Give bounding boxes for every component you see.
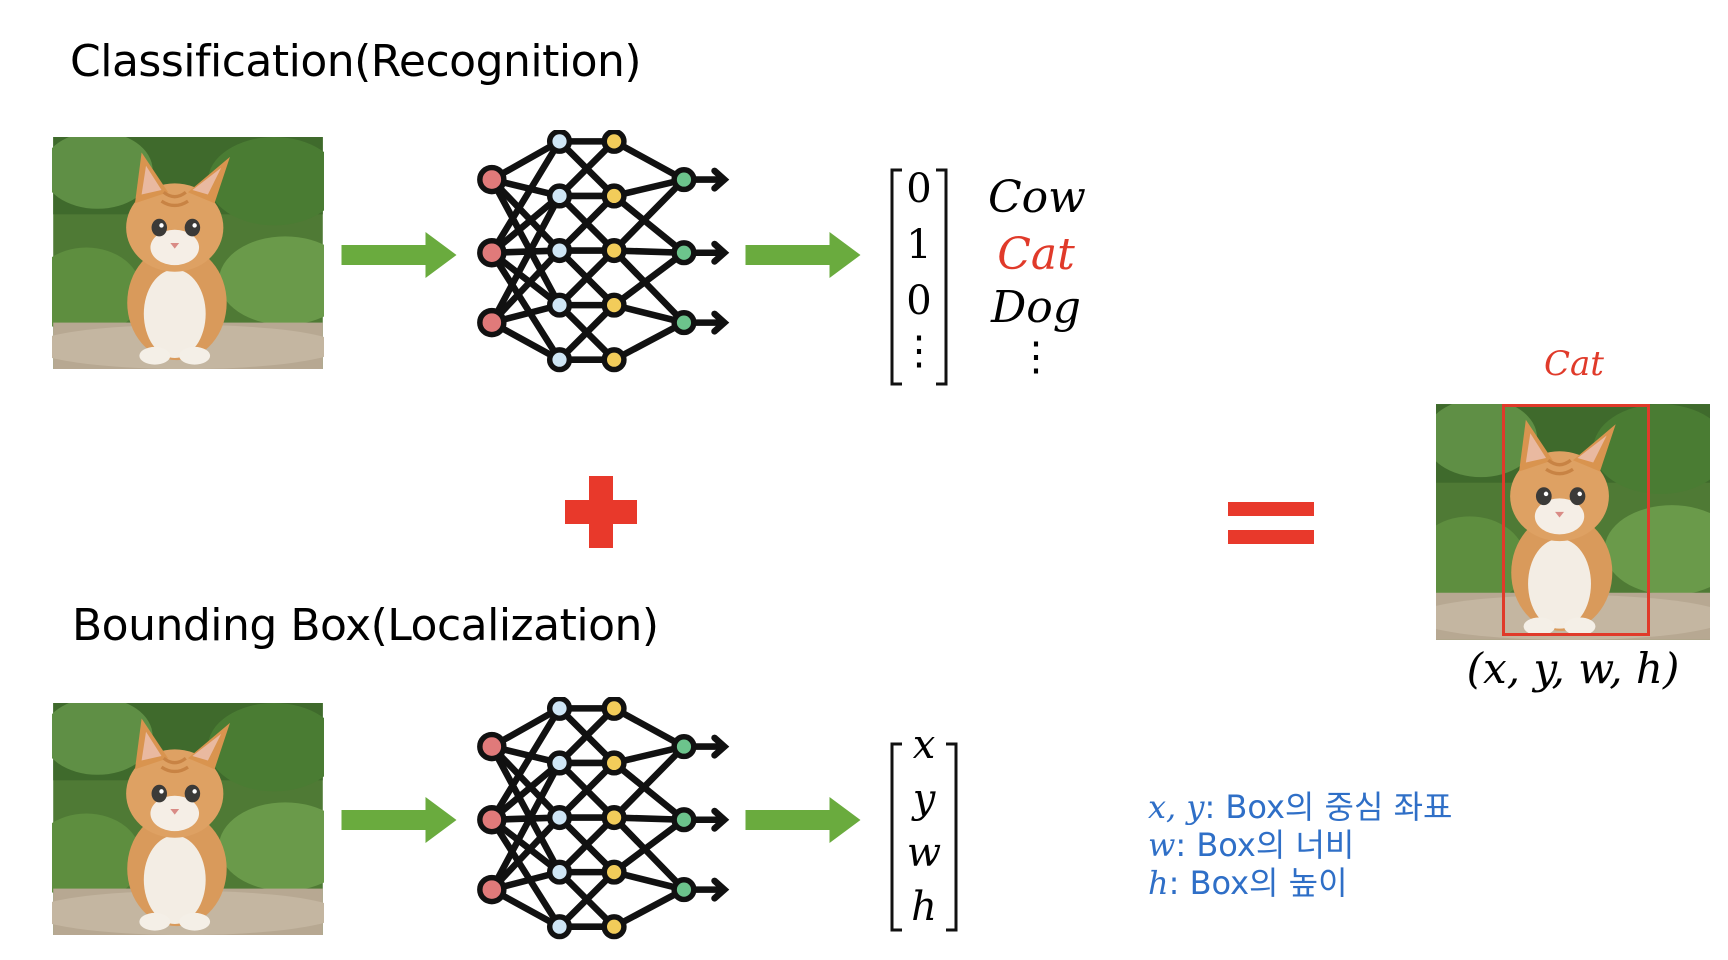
localization-output-arrow	[745, 797, 861, 843]
class-label-cat: Cat	[997, 229, 1075, 280]
plus-icon	[565, 476, 637, 548]
bounding-box	[1502, 404, 1650, 636]
legend-text: : Box의 높이	[1168, 864, 1348, 902]
legend-var: h	[1148, 864, 1169, 902]
vector-value: 1	[906, 222, 932, 268]
vector-value: h	[911, 884, 937, 930]
legend-var: w	[1148, 826, 1176, 864]
vector-brackets	[890, 742, 958, 932]
vector-value: y	[912, 776, 936, 822]
classification-heading: Classification(Recognition)	[70, 36, 642, 87]
classification-input-arrow	[341, 232, 457, 278]
vector-value: 0	[906, 166, 932, 212]
legend-item-xy: x, y: Box의 중심 좌표	[1148, 788, 1452, 826]
classification-neural-network-icon	[470, 130, 732, 382]
vector-value: x	[912, 722, 936, 768]
legend-var: x, y	[1148, 788, 1205, 826]
localization-cat-photo	[52, 703, 324, 935]
vector-brackets	[890, 168, 948, 386]
localization-neural-network-icon	[470, 697, 732, 949]
legend: x, y: Box의 중심 좌표 w: Box의 너비 h: Box의 높이	[1148, 788, 1452, 902]
bbox-vector: x y w h	[888, 722, 960, 932]
legend-text: : Box의 중심 좌표	[1204, 788, 1453, 826]
classification-cat-photo	[52, 137, 324, 369]
vector-value: ⋮	[899, 328, 939, 374]
localization-heading: Bounding Box(Localization)	[72, 600, 659, 651]
result-label: Cat	[1544, 344, 1604, 384]
legend-text: : Box의 너비	[1175, 826, 1355, 864]
equals-icon	[1228, 502, 1314, 544]
one-hot-vector: 0 1 0 ⋮	[888, 166, 950, 386]
classification-output-arrow	[745, 232, 861, 278]
localization-input-arrow	[341, 797, 457, 843]
class-label-dog: Dog	[991, 282, 1081, 333]
class-label-cow: Cow	[988, 172, 1086, 223]
legend-item-w: w: Box의 너비	[1148, 826, 1452, 864]
legend-item-h: h: Box의 높이	[1148, 864, 1452, 902]
vector-value: w	[906, 830, 942, 876]
vector-value: 0	[906, 278, 932, 324]
result-coords: (x, y, w, h)	[1466, 644, 1680, 693]
class-label-ellipsis: ⋮	[1016, 334, 1056, 380]
